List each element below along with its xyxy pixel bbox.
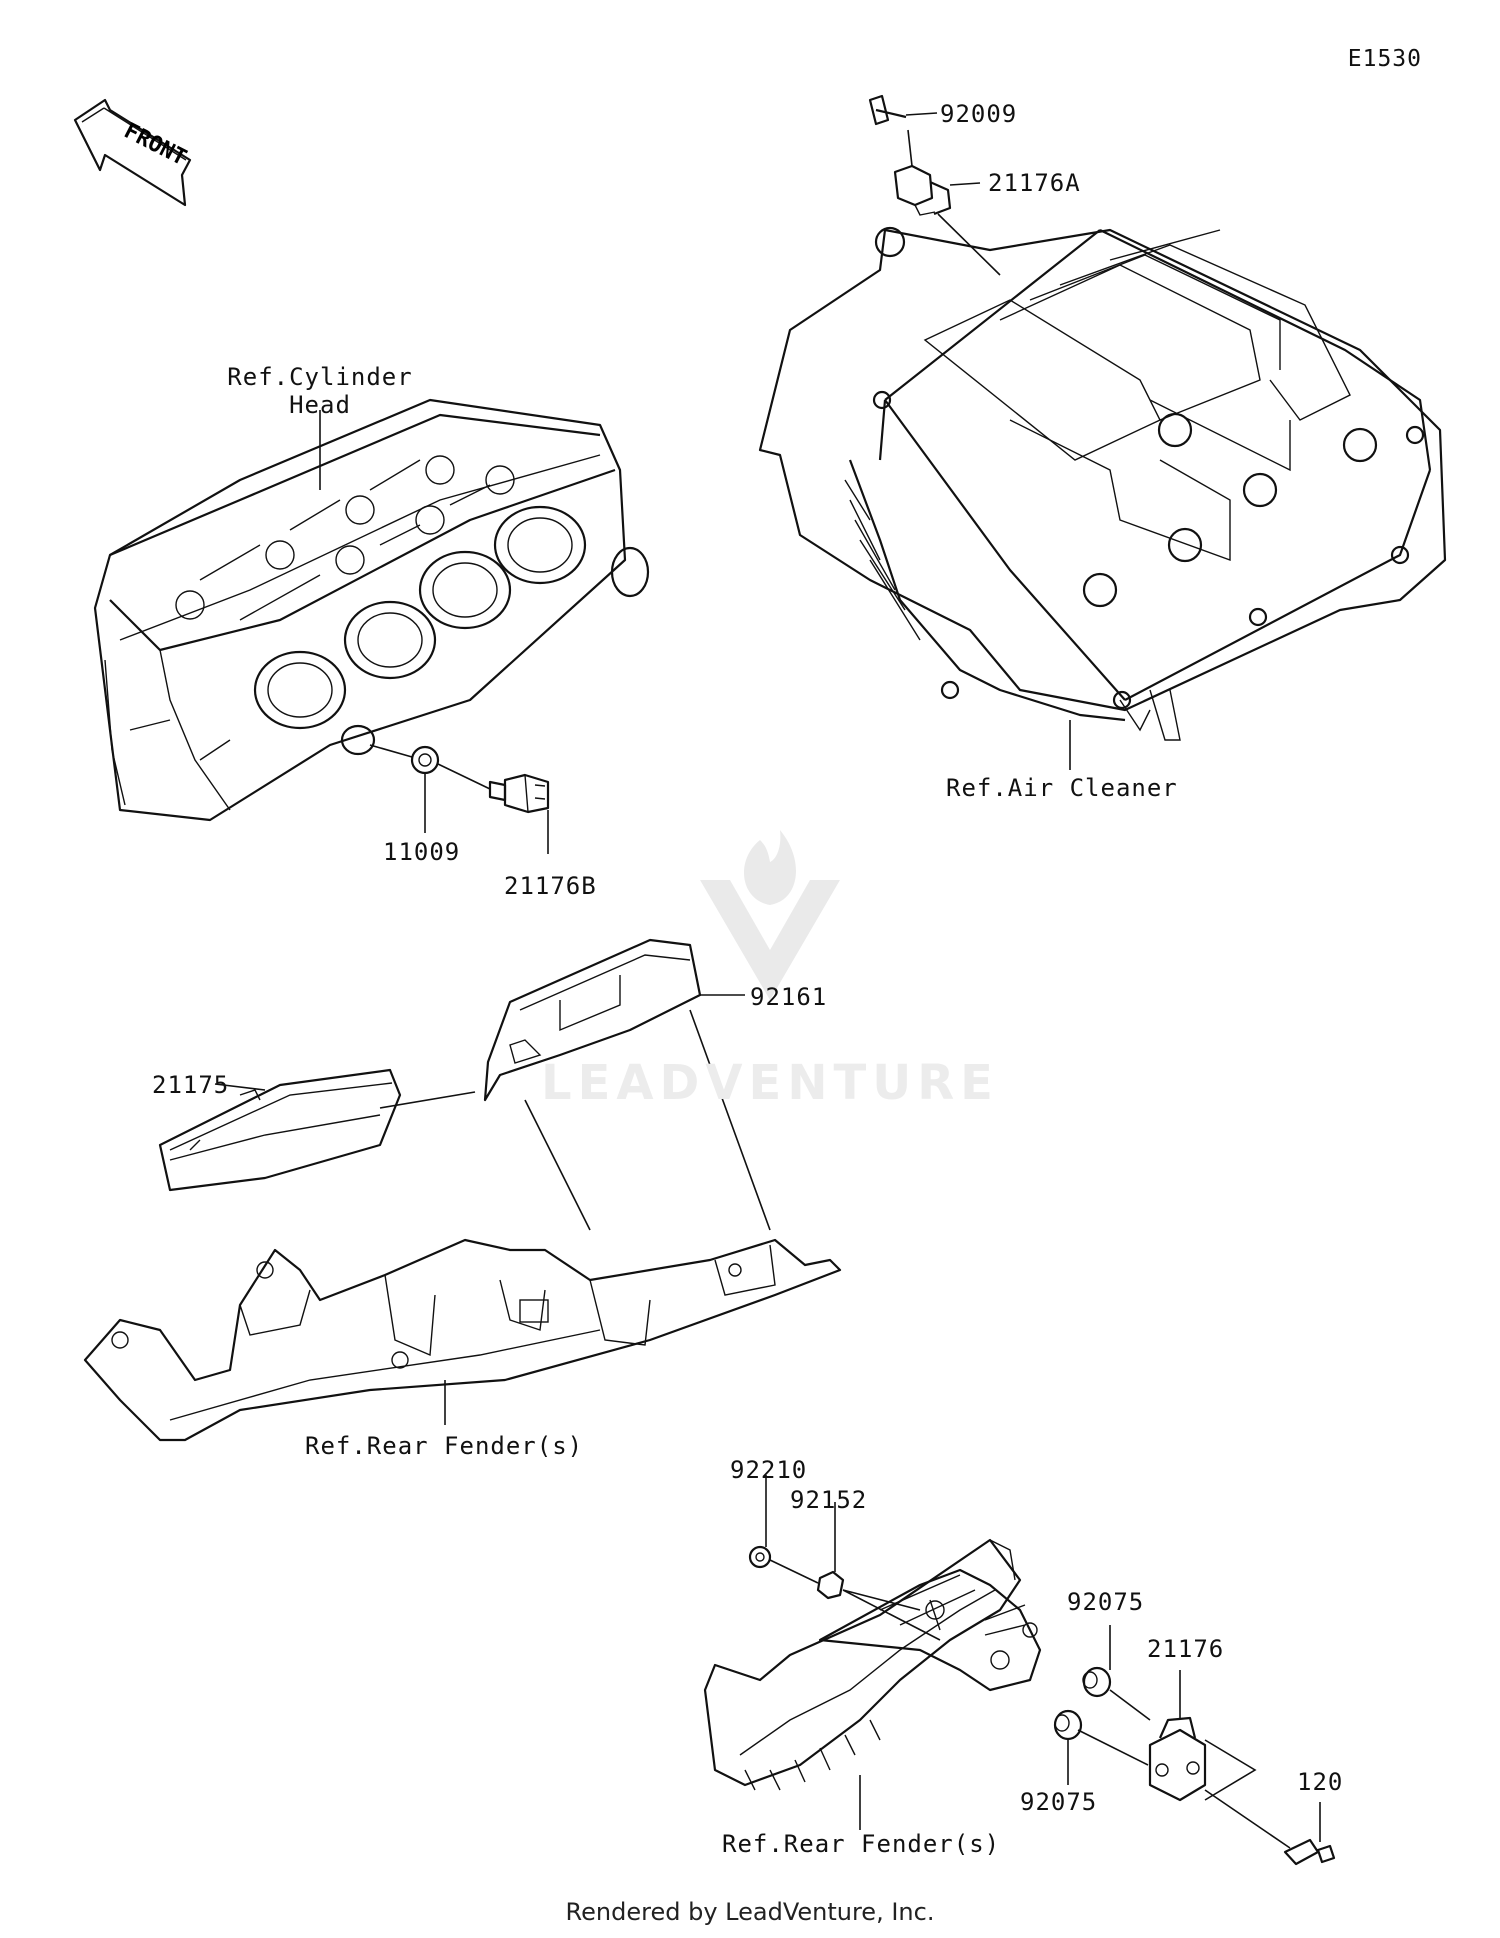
nut-92210 — [748, 1545, 772, 1569]
bracket-92161 — [483, 938, 702, 1102]
callout-ref-air-cleaner[interactable]: Ref.Air Cleaner — [946, 774, 1178, 802]
callout-92152[interactable]: 92152 — [790, 1486, 868, 1514]
callout-92210[interactable]: 92210 — [730, 1456, 808, 1484]
callout-92075-lower[interactable]: 92075 — [1020, 1788, 1098, 1816]
callout-ref-rear-fender-lower[interactable]: Ref.Rear Fender(s) — [722, 1830, 1001, 1858]
sensor-21176A — [893, 164, 952, 216]
callout-ref-rear-fender-upper[interactable]: Ref.Rear Fender(s) — [305, 1432, 584, 1460]
callout-21176[interactable]: 21176 — [1147, 1635, 1225, 1663]
callout-11009[interactable]: 11009 — [383, 838, 461, 866]
front-arrow-icon: FRONT — [73, 98, 192, 207]
front-arrow-label: FRONT — [120, 119, 190, 171]
callout-120[interactable]: 120 — [1297, 1768, 1344, 1796]
collar-92152 — [816, 1570, 845, 1600]
footer-credit: Rendered by LeadVenture, Inc. — [565, 1898, 935, 1926]
sensor-21176B — [488, 773, 550, 814]
callout-21175[interactable]: 21175 — [152, 1071, 230, 1099]
cylinder-head-drawing — [93, 398, 650, 822]
sensor-21176 — [1148, 1716, 1207, 1802]
callout-21176A[interactable]: 21176A — [988, 169, 1081, 197]
washer-11009 — [410, 745, 440, 775]
rear-fender-lower-drawing — [703, 1538, 1042, 1791]
screw-92009 — [868, 94, 907, 126]
watermark-logo-icon — [700, 830, 840, 1000]
callout-ref-cylinder-head-line1[interactable]: Ref.Cylinder — [227, 363, 413, 391]
callout-21176B[interactable]: 21176B — [504, 872, 597, 900]
grommet-92075-lower — [1053, 1709, 1083, 1741]
callout-92009[interactable]: 92009 — [940, 100, 1018, 128]
diagram-code: E1530 — [1347, 46, 1422, 72]
callout-92075-upper[interactable]: 92075 — [1067, 1588, 1145, 1616]
bolt-120 — [1283, 1838, 1336, 1866]
air-cleaner-drawing — [758, 226, 1447, 741]
grommet-92075-upper — [1082, 1666, 1112, 1698]
rear-fender-upper-drawing — [83, 1238, 842, 1442]
callout-92161[interactable]: 92161 — [750, 983, 828, 1011]
ecu-21175 — [158, 1068, 402, 1192]
callout-ref-cylinder-head-line2[interactable]: Head — [289, 391, 351, 419]
